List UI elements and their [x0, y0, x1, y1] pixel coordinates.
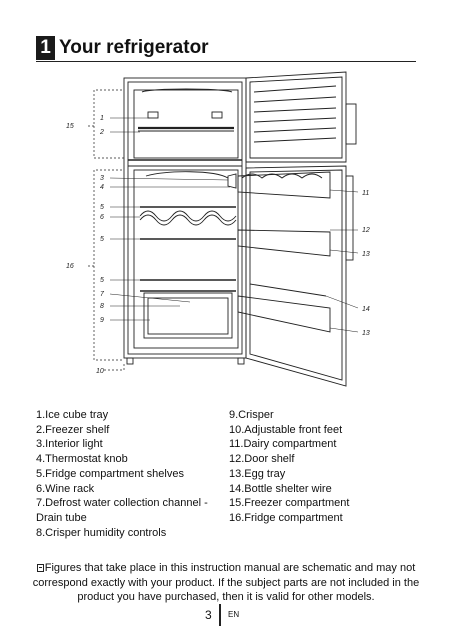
callout-1: 1: [100, 115, 104, 122]
page-title: Your refrigerator: [59, 37, 209, 58]
legend-item: 5.Fridge compartment shelves: [36, 467, 184, 480]
page-number: 3: [205, 608, 212, 622]
footer-divider: [219, 604, 221, 626]
header-rule: [36, 61, 416, 62]
callout-5c: 5: [100, 277, 104, 284]
callout-6: 6: [100, 214, 104, 221]
callout-3: 3: [100, 175, 104, 182]
legend-item: 3.Interior light: [36, 438, 103, 451]
callout-5b: 5: [100, 236, 104, 243]
legend-item: 6.Wine rack: [36, 482, 95, 495]
callout-8: 8: [100, 303, 104, 310]
legend-item: 8.Crisper humidity controls: [36, 526, 167, 539]
callout-7: 7: [100, 291, 105, 298]
legend-item: 12.Door shelf: [229, 453, 295, 466]
legend-left-column: 1.Ice cube tray 2.Freezer shelf 3.Interi…: [36, 408, 216, 540]
legend-item: 15.Freezer compartment: [229, 497, 350, 510]
callout-10: 10: [96, 368, 104, 375]
legend-item: 4.Thermostat knob: [36, 453, 128, 466]
callout-13a: 13: [362, 251, 370, 258]
callout-16: 16: [66, 263, 74, 270]
legend-item: 10.Adjustable front feet: [229, 423, 343, 436]
chapter-number: 1: [36, 36, 55, 60]
callout-14: 14: [362, 306, 370, 313]
legend-item: 1.Ice cube tray: [36, 409, 109, 421]
legend-item: 11.Dairy compartment: [229, 438, 337, 451]
callout-12: 12: [362, 227, 370, 234]
callout-15: 15: [66, 123, 74, 130]
disclaimer-note: Figures that take place in this instruct…: [28, 561, 424, 605]
legend-item: 7.Defrost water collection channel - Dra…: [36, 497, 208, 524]
callout-5a: 5: [100, 204, 104, 211]
refrigerator-diagram: 1 2 3 4 5 6 5 5 7 8 9 10 11 12 13 14 13 …: [66, 71, 370, 387]
chapter-header: 1 Your refrigerator: [36, 36, 209, 60]
legend-item: 14.Bottle shelter wire: [229, 482, 332, 495]
legend-item: 13.Egg tray: [229, 467, 286, 480]
callout-11: 11: [362, 190, 369, 197]
language-code: EN: [228, 610, 240, 619]
legend-right-column: 9.Crisper 10.Adjustable front feet 11.Da…: [229, 408, 419, 526]
legend-item: 2.Freezer shelf: [36, 423, 110, 436]
callout-13b: 13: [362, 330, 370, 337]
note-icon: [36, 564, 44, 572]
callout-2: 2: [99, 129, 104, 136]
callout-4: 4: [100, 184, 104, 191]
note-text: Figures that take place in this instruct…: [32, 562, 420, 603]
callout-9: 9: [100, 317, 104, 324]
legend-item: 9.Crisper: [229, 409, 274, 421]
legend-item: 16.Fridge compartment: [229, 511, 343, 524]
page-footer: 3 EN: [0, 602, 451, 628]
